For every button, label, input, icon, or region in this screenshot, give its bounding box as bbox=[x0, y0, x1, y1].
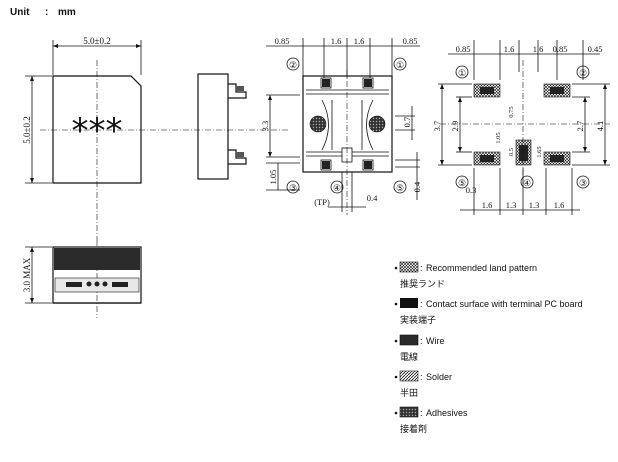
term-top-dim-2: 1.6 bbox=[331, 36, 342, 46]
term-right-dim: 0.7 bbox=[402, 117, 412, 128]
land-pin-2: ② bbox=[579, 68, 587, 78]
land-pin-4: ④ bbox=[523, 178, 531, 188]
legend-sep-3: : bbox=[420, 336, 423, 346]
land-left-outer: 3.7 bbox=[432, 121, 442, 132]
land-left-inner: 2.9 bbox=[450, 121, 460, 132]
front-view-terminal-top bbox=[228, 83, 247, 99]
land-pattern-view: 0.85 1.6 1.6 0.85 0.45 ① ② 3.7 2.9 bbox=[432, 40, 610, 215]
legend-sep-4: : bbox=[420, 372, 423, 382]
term-top-dim-1: 0.85 bbox=[275, 36, 290, 46]
top-width-dim: 5.0±0.2 bbox=[83, 36, 110, 46]
legend-swatch-wire bbox=[399, 334, 419, 346]
terminal-view: 0.85 1.6 1.6 0.85 ② ① 3.3 0.7 bbox=[260, 36, 422, 215]
land-pin-5: ⑤ bbox=[458, 178, 466, 188]
legend-jp-5: 接着剤 bbox=[400, 423, 427, 434]
land-bottom-dim-4: 1.3 bbox=[529, 200, 540, 210]
land-center-dim-1: 1.05 bbox=[495, 132, 502, 143]
legend-sep-2: : bbox=[420, 299, 423, 309]
land-bottom-dim-3: 1.3 bbox=[506, 200, 517, 210]
term-bottom-left-dim: 1.05 bbox=[268, 170, 278, 185]
legend-swatch-adhesives bbox=[399, 406, 419, 418]
legend-swatch-solder bbox=[399, 370, 419, 382]
land-right-inner: 2.7 bbox=[575, 121, 585, 132]
land-top-dim-2: 1.6 bbox=[504, 44, 515, 54]
top-height-dim: 5.0±0.2 bbox=[22, 116, 32, 143]
land-top-dim-4: 0.85 bbox=[553, 44, 568, 54]
front-side-view bbox=[197, 73, 247, 180]
term-pin-2-top: ② bbox=[289, 60, 297, 70]
land-center-dim-4: 1.65 bbox=[536, 146, 543, 157]
legend-swatch-land bbox=[399, 261, 419, 273]
term-top-dim-4: 0.85 bbox=[403, 36, 418, 46]
front-view-body bbox=[197, 73, 229, 180]
legend-sep-1: : bbox=[420, 263, 423, 273]
term-pin-4: ④ bbox=[333, 183, 341, 193]
legend-en-4: Solder bbox=[426, 372, 452, 382]
top-view-body bbox=[52, 75, 142, 184]
tp-label: (TP) bbox=[314, 197, 330, 207]
front-view-terminal-bottom bbox=[228, 149, 247, 165]
legend-jp-2: 実装端子 bbox=[400, 314, 436, 325]
term-bottom-right-dim: 0.4 bbox=[412, 181, 422, 192]
legend-en-1: Recommended land pattern bbox=[426, 263, 537, 273]
land-right-outer: 4.1 bbox=[595, 121, 605, 132]
term-pin-5: ⑤ bbox=[396, 183, 404, 193]
unit-separator: : bbox=[45, 7, 48, 18]
land-pin-3: ③ bbox=[579, 178, 587, 188]
legend-jp-4: 半田 bbox=[400, 387, 418, 398]
bottom-side-view: 3.0 MAX bbox=[22, 240, 142, 318]
top-view: 5.0±0.2 5.0±0.2 *** bbox=[22, 36, 290, 240]
land-top-dim-5: 0.45 bbox=[588, 44, 603, 54]
side-height-dim: 3.0 MAX bbox=[22, 257, 32, 292]
land-center-dim-2: 0.75 bbox=[508, 106, 515, 117]
land-top-dim-1: 0.85 bbox=[456, 44, 471, 54]
land-pin-1: ① bbox=[458, 68, 466, 78]
term-pin-3: ③ bbox=[289, 183, 297, 193]
legend-en-3: Wire bbox=[426, 336, 445, 346]
land-bottom-dim-2: 1.6 bbox=[482, 200, 493, 210]
legend-jp-3: 電線 bbox=[400, 351, 418, 362]
legend-jp-1: 推奨ランド bbox=[400, 278, 445, 289]
term-left-dim: 3.3 bbox=[260, 121, 270, 132]
term-pin-1-top: ① bbox=[396, 60, 404, 70]
legend-en-5: Adhesives bbox=[426, 408, 468, 418]
legend-en-2: Contact surface with terminal PC board bbox=[426, 299, 583, 309]
unit-label: Unit bbox=[10, 7, 30, 18]
land-center-dim-3: 0.5 bbox=[508, 148, 515, 156]
unit-value: mm bbox=[58, 7, 76, 18]
land-bottom-dim-5: 1.6 bbox=[554, 200, 565, 210]
legend-sep-5: : bbox=[420, 408, 423, 418]
term-top-dim-3: 1.6 bbox=[354, 36, 365, 46]
tp-dim: 0.4 bbox=[367, 193, 378, 203]
land-top-dim-3: 1.6 bbox=[533, 44, 544, 54]
land-bottom-dim-1: 0.3 bbox=[466, 185, 477, 195]
terminal-view-body bbox=[302, 75, 393, 173]
legend: : Recommended land pattern 推奨ランド : Conta… bbox=[394, 261, 583, 434]
legend-swatch-contact bbox=[400, 298, 418, 308]
